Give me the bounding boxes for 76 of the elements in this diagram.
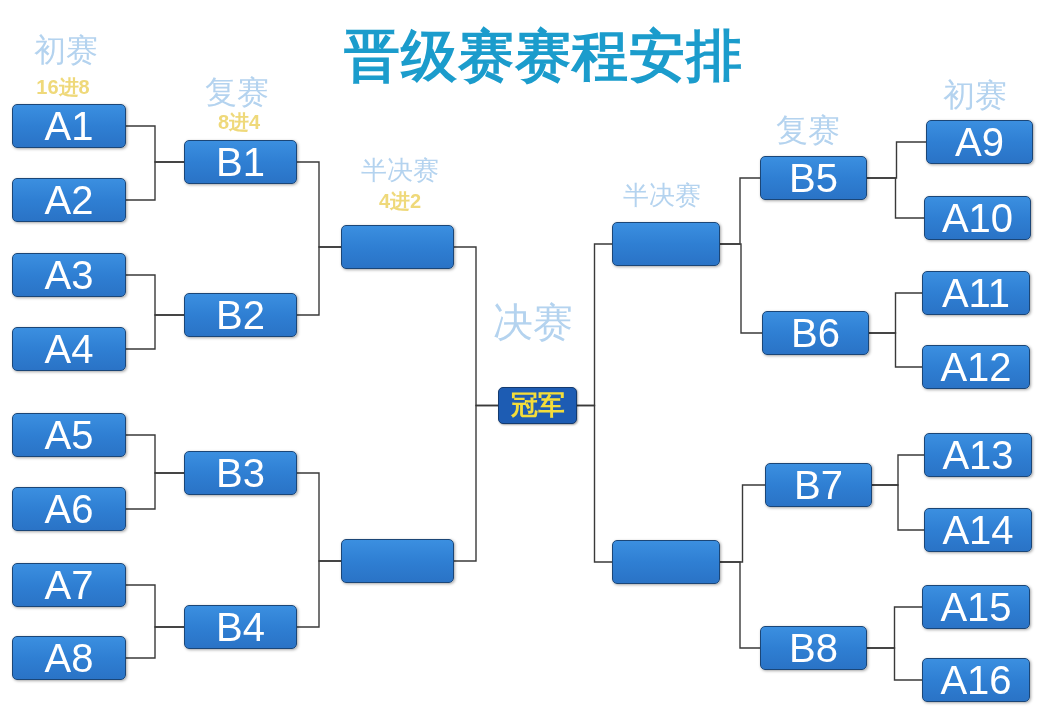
bracket-connector <box>868 332 923 368</box>
bracket-connector <box>866 647 923 681</box>
slot-label: B3 <box>216 453 265 493</box>
round-heading: 初赛 <box>34 34 98 66</box>
slot-label: A6 <box>44 489 94 529</box>
slot-label: B7 <box>794 465 843 505</box>
round-heading: 复赛 <box>776 114 840 146</box>
bracket-slot <box>184 293 297 337</box>
bracket-slot <box>762 311 869 355</box>
bracket-slot <box>12 413 126 457</box>
slot-label: B8 <box>789 628 838 668</box>
bracket-slot <box>765 463 872 507</box>
slot-label: B2 <box>216 295 265 335</box>
slot-label: A11 <box>941 273 1011 313</box>
slot-label: A5 <box>44 415 94 455</box>
bracket-slot <box>12 487 126 531</box>
bracket-slot <box>926 120 1033 164</box>
bracket-slot <box>12 178 126 222</box>
bracket-slot <box>184 451 297 495</box>
slot-label: B5 <box>789 158 838 198</box>
bracket-slot <box>184 605 297 649</box>
bracket-slot <box>922 271 1030 315</box>
slot-label: A7 <box>44 565 94 605</box>
slot-label: A14 <box>942 510 1014 550</box>
bracket-slot <box>12 253 126 297</box>
bracket-slot <box>924 508 1032 552</box>
round-heading: 半决赛 <box>361 157 439 183</box>
round-heading: 初赛 <box>943 79 1007 111</box>
slot-label: A3 <box>44 255 94 295</box>
slot-label: A2 <box>44 180 94 220</box>
champion-box <box>498 387 577 424</box>
bracket-connector <box>296 560 342 628</box>
bracket-connector <box>125 314 185 350</box>
bracket-slot <box>922 658 1030 702</box>
bracket-connector <box>719 561 761 649</box>
bracket-slot <box>12 563 126 607</box>
slot-label: A12 <box>940 347 1012 387</box>
bracket-slot <box>184 140 297 184</box>
bracket-connector <box>296 246 342 316</box>
champion-label: 冠军 <box>510 392 565 419</box>
slot-label: B1 <box>216 142 265 182</box>
slot-label: A8 <box>44 638 94 678</box>
bracket-connector <box>125 161 185 201</box>
bracket-connector <box>719 243 763 334</box>
slot-label: A4 <box>44 329 94 369</box>
slot-label: B6 <box>791 313 840 353</box>
bracket-slot <box>12 327 126 371</box>
bracket-slot <box>922 345 1030 389</box>
round-heading: 复赛 <box>205 76 269 108</box>
empty-bracket-slot <box>612 540 720 584</box>
bracket-slot <box>760 156 867 200</box>
bracket-slot <box>922 585 1030 629</box>
empty-bracket-slot <box>341 539 454 583</box>
bracket-connector <box>125 472 185 510</box>
bracket-slot <box>924 433 1032 477</box>
bracket-slot <box>924 196 1031 240</box>
slot-label: A1 <box>44 106 94 146</box>
bracket-slot <box>760 626 867 670</box>
bracket-connector <box>453 404 499 562</box>
title: 晋级赛赛程安排 <box>342 28 744 84</box>
slot-label: A15 <box>940 587 1012 627</box>
slot-label: A13 <box>942 435 1014 475</box>
round-heading: 决赛 <box>493 302 573 342</box>
slot-label: A16 <box>940 660 1012 700</box>
bracket-slot <box>12 104 126 148</box>
bracket-connector <box>866 177 925 219</box>
bracket-connector <box>871 484 925 531</box>
slot-label: B4 <box>216 607 265 647</box>
round-heading: 半决赛 <box>623 182 701 208</box>
empty-bracket-slot <box>341 225 454 269</box>
bracket-connector <box>125 626 185 659</box>
bracket-slot <box>12 636 126 680</box>
empty-bracket-slot <box>612 222 720 266</box>
slot-label: A10 <box>941 198 1014 238</box>
slot-label: A9 <box>955 122 1004 162</box>
bracket-connector <box>576 404 613 563</box>
